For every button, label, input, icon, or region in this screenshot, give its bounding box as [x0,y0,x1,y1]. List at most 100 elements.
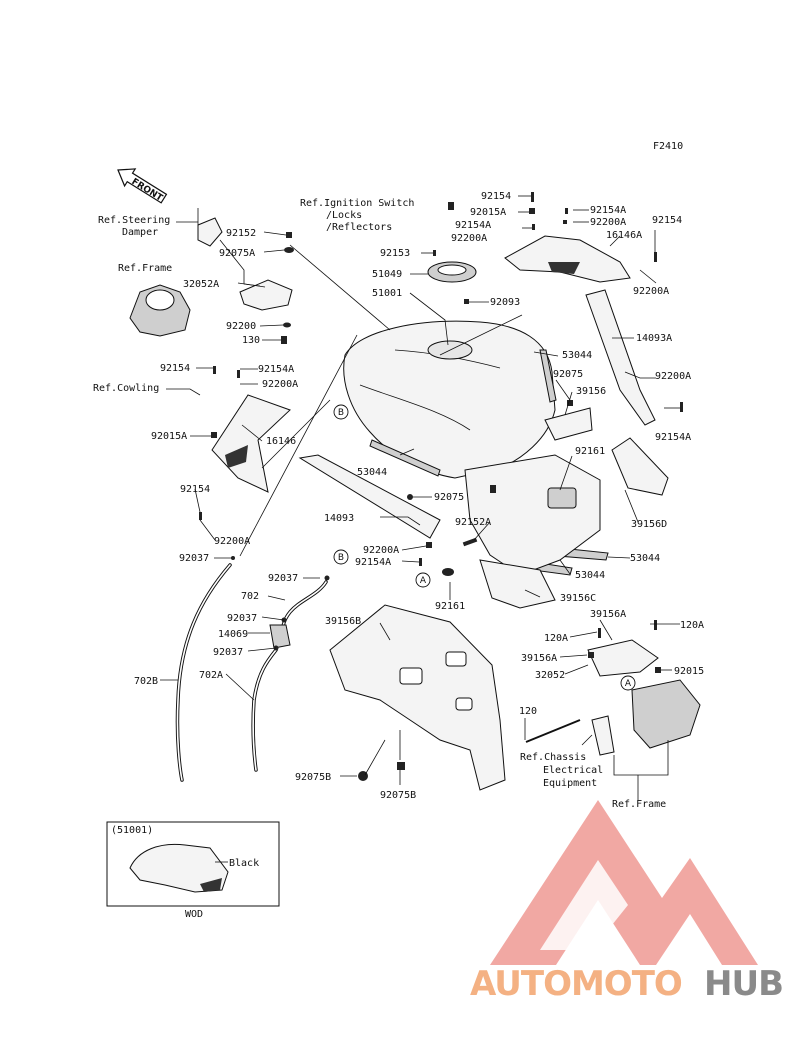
label-16146: 16146 [266,436,296,447]
label-702b: 702B [134,676,158,687]
pad-39156d [611,437,669,496]
fuel-tank [343,320,556,479]
inset-header: (51001) [111,825,153,836]
label-92154a-c: 92154A [355,557,391,568]
label-92037-l: 92037 [179,553,209,564]
label-39156d: 39156D [631,519,667,530]
strip-53044-a [539,349,557,403]
strip-53044-b [369,439,441,477]
ref-steering-line2: Damper [122,227,158,238]
clip-39156a [591,715,615,756]
label-92161-c: 92161 [435,601,465,612]
frame-part-bottom [631,679,701,749]
label-92037-h3: 92037 [213,647,243,658]
label-92200a-r2: 92200A [633,286,669,297]
label-120: 120 [519,706,537,717]
label-14093: 14093 [324,513,354,524]
ref-frame-top: Ref.Frame [118,263,172,274]
label-32052a: 32052A [183,279,219,290]
label-51001: 51001 [372,288,402,299]
inset-footer: WOD [185,909,203,920]
label-92093: 92093 [490,297,520,308]
label-92161-r: 92161 [575,446,605,457]
part-labels: 92152 92075A 32052A 92200 130 92154 9215… [134,191,704,801]
label-92075-r: 92075 [553,369,583,380]
bracket-32052a [239,279,293,311]
label-92015a-t: 92015A [470,207,506,218]
label-51049: 51049 [372,269,402,280]
label-92154-l1: 92154 [160,363,190,374]
label-92015: 92015 [674,666,704,677]
watermark-part2: HUB [704,964,783,1004]
trim-14093a [585,289,656,426]
inset-tank-part [129,843,229,893]
label-92154a-l1: 92154A [258,364,294,375]
label-16146a: 16146A [606,230,642,241]
inset-label: Black [229,858,259,869]
label-92200a-t: 92200A [451,233,487,244]
ref-cowling: Ref.Cowling [93,383,159,394]
svg-text:A: A [420,576,427,586]
label-92075b-1: 92075B [295,772,331,783]
filter-14069 [269,624,291,649]
connector-92161 [547,487,577,509]
label-130: 130 [242,335,260,346]
bracket-32052 [587,639,659,677]
svg-text:B: B [338,408,344,418]
label-39156: 39156 [576,386,606,397]
label-92154a-r2: 92154A [655,432,691,443]
marker-a-tank: A [415,572,431,588]
svg-text:B: B [338,553,344,563]
label-92200: 92200 [226,321,256,332]
label-92200a-c: 92200A [363,545,399,556]
label-92152: 92152 [226,228,256,239]
label-92200a-r1: 92200A [590,217,626,228]
label-92152a: 92152A [455,517,491,528]
hose-702a [251,648,278,772]
ref-chassis-line1: Ref.Chassis [520,752,586,763]
label-120a-2: 120A [680,620,704,631]
label-92075-c: 92075 [434,492,464,503]
svg-text:A: A [625,679,632,689]
label-92075a: 92075A [219,248,255,259]
label-92200a-l1: 92200A [262,379,298,390]
label-39156a-1: 39156A [590,609,626,620]
label-120a-1: 120A [544,633,568,644]
label-702a: 702A [199,670,223,681]
label-39156c: 39156C [560,593,596,604]
ref-steering-line1: Ref.Steering [98,215,170,226]
damper-bracket [197,217,223,247]
marker-a-frame: A [620,675,636,691]
label-92037-h1: 92037 [268,573,298,584]
figure-code: F2410 [653,141,683,152]
label-53044-r2: 53044 [630,553,660,564]
label-32052: 32052 [535,670,565,681]
label-92015a-l: 92015A [151,431,187,442]
leader-lines [160,195,680,800]
label-92154-t: 92154 [481,191,511,202]
ref-ignition-line3: /Reflectors [326,222,392,233]
ref-ignition-line2: /Locks [326,210,362,221]
label-53044-r1: 53044 [562,350,592,361]
marker-b-top: B [333,404,349,420]
label-92200a-l2: 92200A [214,536,250,547]
ref-chassis-line3: Equipment [543,778,597,789]
heat-shield-39156b [329,604,506,791]
label-92154-r: 92154 [652,215,682,226]
label-92075b-2: 92075B [380,790,416,801]
tank-cover-left [211,394,291,493]
label-39156b: 39156B [325,616,361,627]
ref-frame-bottom: Ref.Frame [612,799,666,810]
label-14069: 14069 [218,629,248,640]
pad-39156 [544,407,593,441]
label-53044-c: 53044 [357,467,387,478]
watermark-text: AUTOMOTO HUB [470,964,784,1004]
label-92154a-r1: 92154A [590,205,626,216]
label-92153: 92153 [380,248,410,259]
watermark-logo [490,800,758,965]
label-14093a: 14093A [636,333,672,344]
ref-chassis-line2: Electrical [543,765,603,776]
watermark-part1: AUTOMOTO [470,964,682,1004]
label-39156a-2: 39156A [521,653,557,664]
